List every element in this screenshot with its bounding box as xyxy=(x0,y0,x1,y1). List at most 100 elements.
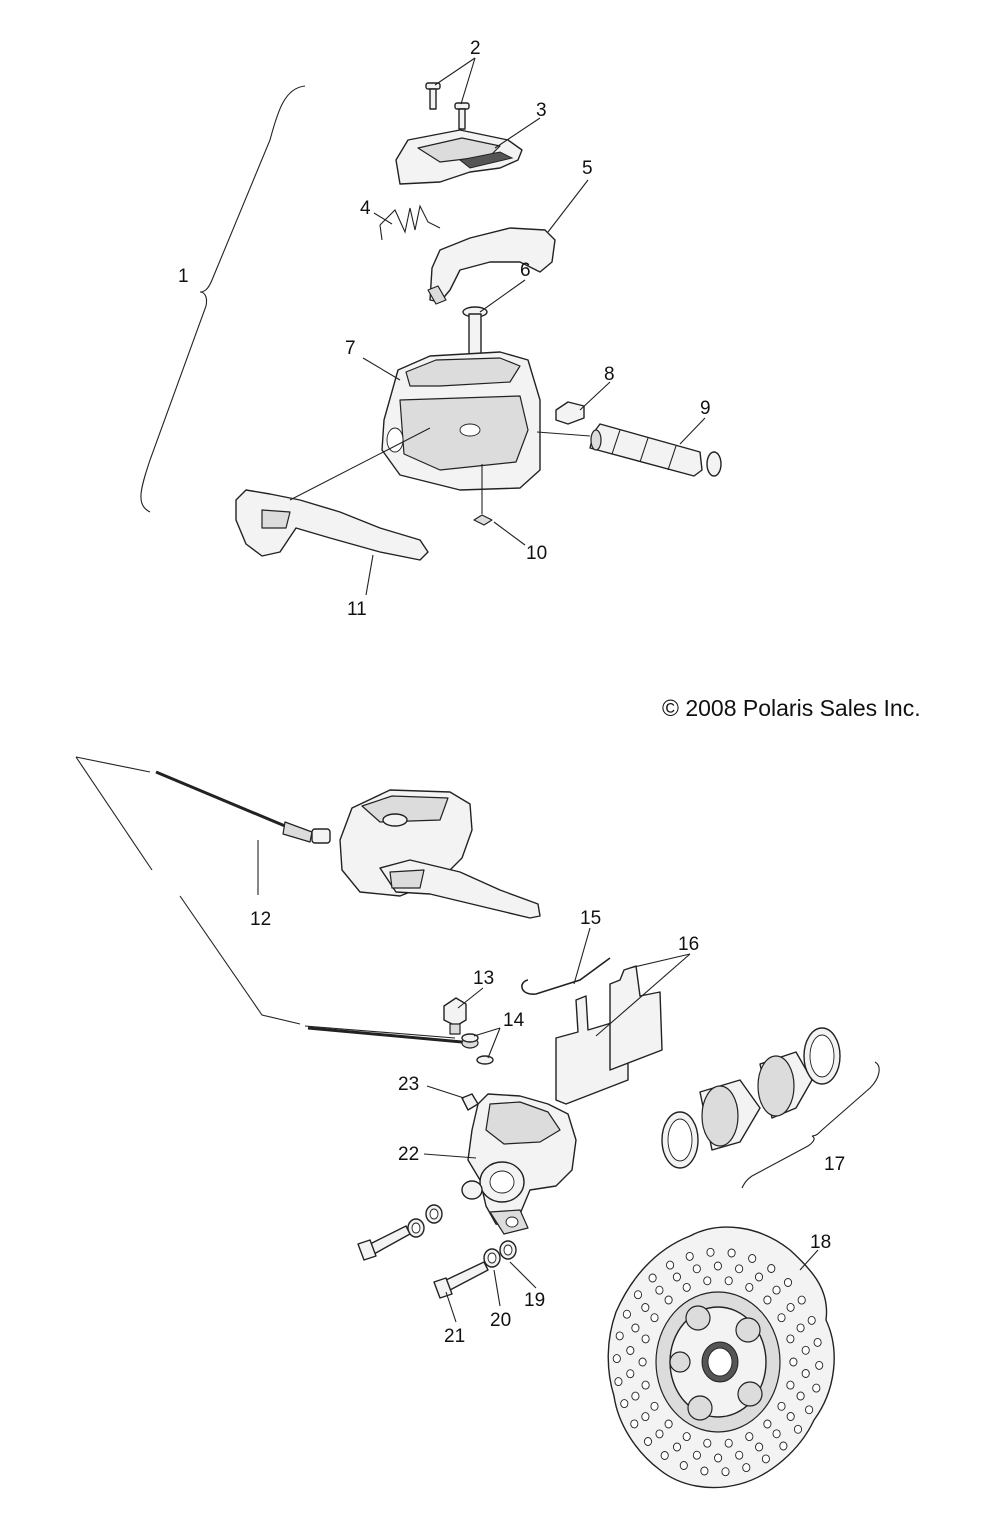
disc-hole xyxy=(641,1303,650,1312)
disc-hole xyxy=(786,1380,795,1390)
screws-2 xyxy=(425,82,470,130)
disc-hole xyxy=(630,1419,639,1429)
disc-hole xyxy=(807,1315,816,1325)
disc-hole xyxy=(682,1282,691,1292)
bleeder-valve-23 xyxy=(461,1093,479,1111)
piston-9 xyxy=(589,423,722,477)
disc-hole xyxy=(664,1295,673,1305)
callout-19: 19 xyxy=(524,1290,545,1311)
disc-hole xyxy=(763,1419,772,1429)
disc-hole xyxy=(777,1401,786,1411)
disc-hole xyxy=(783,1278,793,1287)
disc-hole xyxy=(679,1461,688,1470)
brake-line-12 xyxy=(155,770,479,1049)
disc-hole xyxy=(748,1254,757,1263)
disc-hole xyxy=(735,1450,744,1460)
callout-13: 13 xyxy=(473,968,494,989)
disc-hole xyxy=(692,1264,701,1274)
disc-hole xyxy=(641,1412,650,1422)
master-cylinder-assembly xyxy=(140,57,722,596)
disc-hole xyxy=(777,1313,786,1323)
disc-hole xyxy=(664,1419,673,1429)
disc-hole xyxy=(641,1334,650,1344)
disc-hole xyxy=(643,1437,653,1446)
disc-hole xyxy=(631,1391,640,1401)
disc-hole xyxy=(631,1323,640,1333)
disc-hole xyxy=(626,1346,635,1355)
disc-hole xyxy=(655,1285,664,1295)
brake-switch-8 xyxy=(555,401,585,425)
callout-1: 1 xyxy=(178,266,189,287)
disc-hole xyxy=(685,1251,694,1261)
reservoir-cover-3 xyxy=(395,129,523,185)
caliper-body-22 xyxy=(461,1093,577,1235)
disc-hole xyxy=(742,1463,751,1473)
disc-hole xyxy=(724,1276,733,1286)
callout-7: 7 xyxy=(345,338,356,359)
disc-hole xyxy=(614,1377,623,1387)
disc-hole xyxy=(801,1345,810,1355)
disc-hole xyxy=(767,1264,776,1273)
disc-hole xyxy=(713,1261,722,1271)
disc-hole xyxy=(815,1360,824,1370)
disc-hole xyxy=(638,1357,647,1367)
lever-arm-5 xyxy=(427,227,556,305)
disc-hole xyxy=(801,1369,810,1378)
callout-2: 2 xyxy=(470,38,481,59)
disc-hole xyxy=(797,1295,806,1305)
banjo-bolt-13 xyxy=(443,997,467,1035)
disc-hole xyxy=(786,1334,795,1344)
disc-hole xyxy=(626,1369,635,1379)
disc-hole xyxy=(754,1272,764,1282)
disc-hole xyxy=(706,1247,715,1257)
brake-pads-16 xyxy=(555,965,663,1105)
disc-hole xyxy=(772,1429,781,1439)
disc-hole xyxy=(812,1383,821,1393)
disc-hole xyxy=(724,1438,733,1448)
copyright-notice: © 2008 Polaris Sales Inc. xyxy=(662,695,921,721)
washers-19-20 xyxy=(407,1204,517,1268)
callout-22: 22 xyxy=(398,1144,419,1165)
disc-hole xyxy=(703,1438,712,1448)
disc-hole xyxy=(793,1424,803,1434)
bracket-1 xyxy=(140,85,306,513)
callout-14: 14 xyxy=(503,1010,525,1031)
disc-holes xyxy=(612,1247,824,1477)
clip-10 xyxy=(473,514,493,526)
disc-hole xyxy=(692,1450,701,1460)
washers-14 xyxy=(461,1033,494,1065)
master-cylinder-body-7 xyxy=(381,351,541,491)
callout-4: 4 xyxy=(360,198,371,219)
callout-5: 5 xyxy=(582,158,593,179)
callout-11: 11 xyxy=(347,599,367,620)
disc-hole xyxy=(755,1442,764,1452)
disc-hole xyxy=(789,1357,798,1367)
callout-12: 12 xyxy=(250,909,271,930)
disc-hole xyxy=(615,1331,624,1341)
disc-hole xyxy=(786,1302,795,1312)
disc-hole xyxy=(745,1282,754,1292)
brake-lever-11 xyxy=(235,489,429,561)
disc-hole xyxy=(796,1391,805,1401)
disc-hole xyxy=(796,1323,805,1333)
disc-hole xyxy=(666,1260,675,1270)
callout-20: 20 xyxy=(490,1310,511,1331)
pivot-pin-6 xyxy=(462,306,488,357)
disc-hole xyxy=(660,1451,669,1460)
callout-15: 15 xyxy=(580,908,601,929)
callout-23: 23 xyxy=(398,1074,419,1095)
disc-hole xyxy=(620,1399,629,1409)
callout-labels: 1 2 3 4 5 6 7 8 9 10 11 12 13 14 15 16 1… xyxy=(178,38,845,1347)
caliper-assembly xyxy=(75,756,880,1489)
disc-hole xyxy=(779,1441,788,1451)
retaining-pin-15 xyxy=(521,957,611,995)
callout-10: 10 xyxy=(526,543,547,564)
disc-hole xyxy=(655,1429,664,1439)
callout-8: 8 xyxy=(604,364,615,385)
callout-16: 16 xyxy=(678,934,699,955)
spring-4 xyxy=(379,204,441,241)
disc-hole xyxy=(700,1466,709,1476)
disc-hole xyxy=(612,1354,621,1364)
disc-hole xyxy=(633,1290,643,1300)
